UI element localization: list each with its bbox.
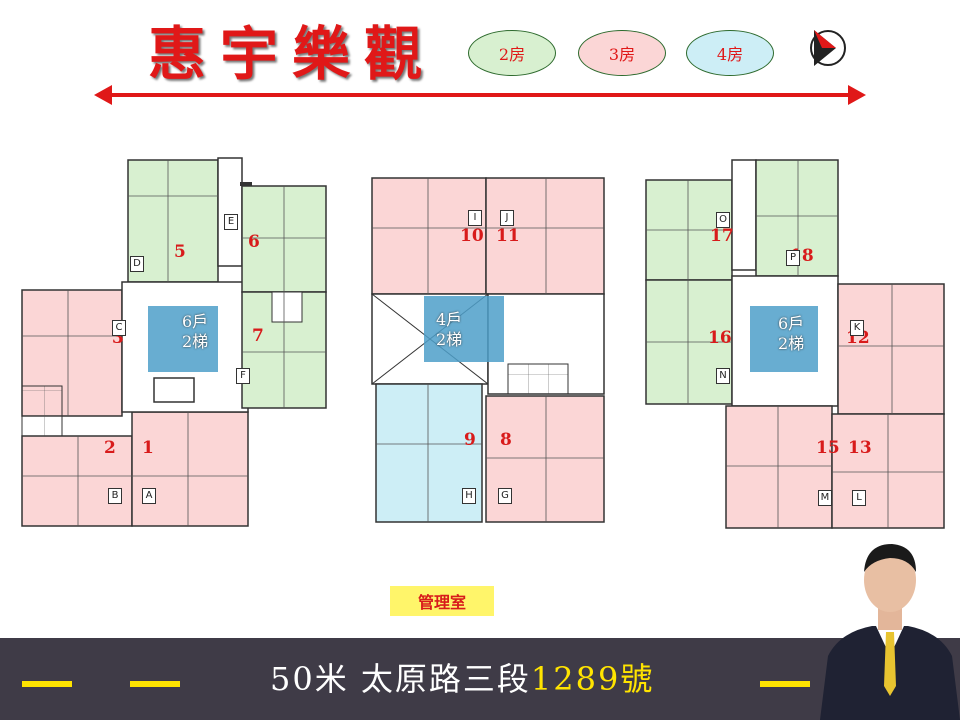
door-letter-E: E xyxy=(224,214,238,230)
address-number: 1289號 xyxy=(530,660,655,698)
unit-number-15: 15 xyxy=(816,438,840,458)
right-core-label: 6戶 2梯 xyxy=(778,314,804,354)
unit-number-9: 9 xyxy=(464,430,476,450)
middle-building-plan xyxy=(371,177,605,523)
middle-core-households: 4戶 xyxy=(436,310,463,329)
unit-number-8: 8 xyxy=(500,430,512,450)
door-letter-D: D xyxy=(130,256,144,272)
door-letter-H: H xyxy=(462,488,476,504)
legend-3-room-label: 3房 xyxy=(608,45,636,64)
north-arrow-icon xyxy=(810,30,846,66)
door-letter-C: C xyxy=(112,320,126,336)
left-building-plan xyxy=(21,157,252,527)
road-banner xyxy=(0,638,960,720)
door-letter-I: I xyxy=(468,210,482,226)
unit-number-11: 11 xyxy=(496,226,520,246)
door-letter-N: N xyxy=(716,368,730,384)
unit-number-10: 10 xyxy=(460,226,484,246)
unit-number-13: 13 xyxy=(848,438,872,458)
address-text: 50米 太原路三段1289號 xyxy=(270,654,654,700)
left-core-label: 6戶 2梯 xyxy=(182,312,208,352)
door-letter-P: P xyxy=(786,250,800,266)
left-core-households: 6戶 xyxy=(182,312,209,331)
left-core-elevators: 2梯 xyxy=(182,332,209,351)
address-prefix: 50米 太原路三段 xyxy=(270,660,531,698)
unit-number-16: 16 xyxy=(708,328,732,348)
legend-4-room: 4房 xyxy=(686,30,774,76)
legend-4-room-label: 4房 xyxy=(716,45,744,64)
unit-number-5: 5 xyxy=(174,242,186,262)
middle-core-elevators: 2梯 xyxy=(436,330,463,349)
legend-2-room-label: 2房 xyxy=(498,45,526,64)
door-letter-B: B xyxy=(108,488,122,504)
legend-2-room: 2房 xyxy=(468,30,556,76)
lane-marking xyxy=(760,681,810,687)
unit-number-17: 17 xyxy=(710,226,734,246)
project-title: 惠宇樂觀 xyxy=(148,20,437,88)
legend-3-room: 3房 xyxy=(578,30,666,76)
door-letter-A: A xyxy=(142,488,156,504)
frontage-arrow xyxy=(94,85,866,105)
lane-marking xyxy=(130,681,180,687)
left-building-east-wing xyxy=(241,185,327,409)
unit-number-1: 1 xyxy=(142,438,154,458)
unit-number-3: 3 xyxy=(112,328,124,348)
agent-portrait xyxy=(820,544,960,720)
right-core-elevators: 2梯 xyxy=(778,334,805,353)
lane-marking xyxy=(22,681,72,687)
right-core-households: 6戶 xyxy=(778,314,805,333)
unit-number-2: 2 xyxy=(104,438,116,458)
door-letter-O: O xyxy=(716,212,730,228)
door-letter-F: F xyxy=(236,368,250,384)
door-letter-J: J xyxy=(500,210,514,226)
door-letter-M: M xyxy=(818,490,832,506)
unit-number-7: 7 xyxy=(252,326,264,346)
door-letter-K: K xyxy=(850,320,864,336)
management-office-label: 管理室 xyxy=(390,586,494,616)
door-letter-G: G xyxy=(498,488,512,504)
unit-number-6: 6 xyxy=(248,232,260,252)
middle-core-label: 4戶 2梯 xyxy=(436,310,462,350)
door-letter-L: L xyxy=(852,490,866,506)
right-building-plan xyxy=(645,159,945,529)
